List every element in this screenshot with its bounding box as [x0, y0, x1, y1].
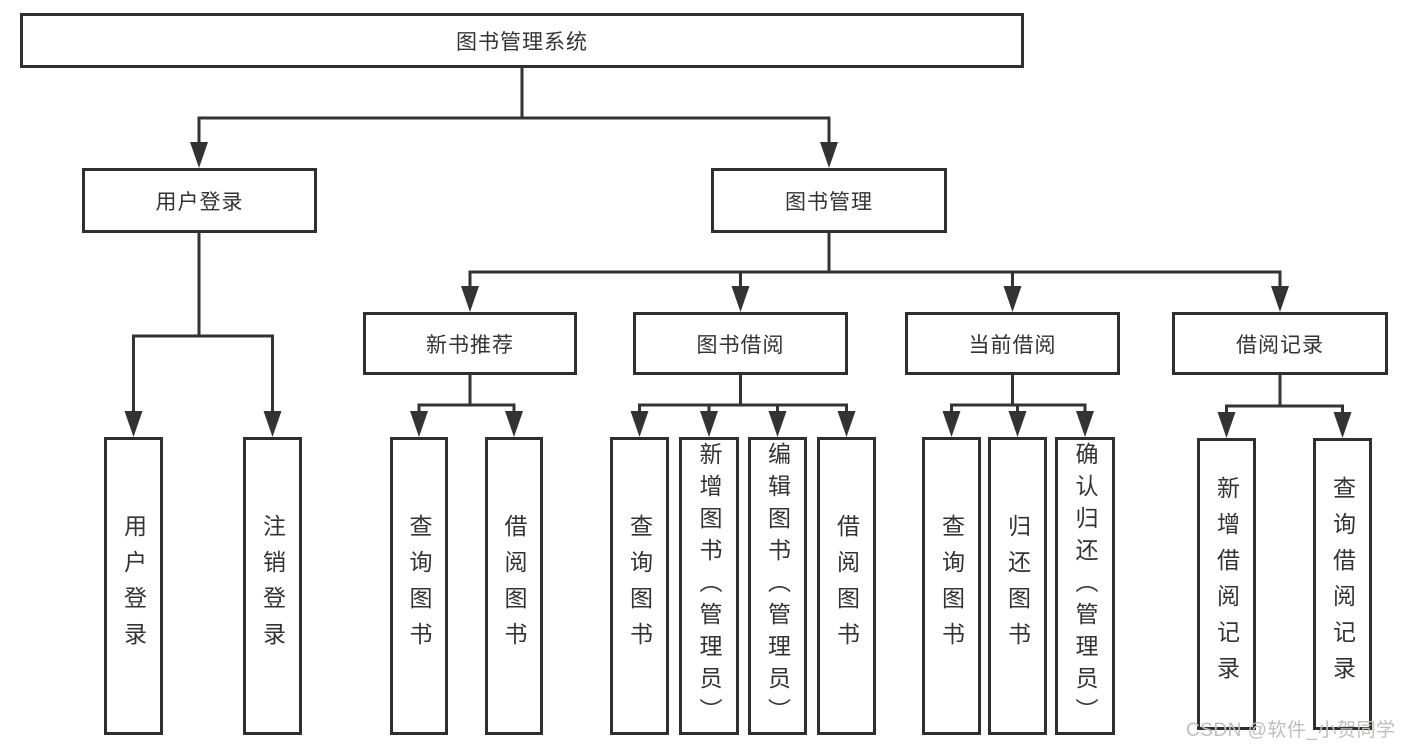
node-book-borrowing: 图书借阅 [633, 312, 848, 375]
leaf-logout: 注销登录 [243, 437, 302, 735]
leaf-edit-books-admin: 编辑图书（管理员） [748, 437, 807, 735]
leaf-add-books-admin: 新增图书（管理员） [679, 437, 739, 735]
leaf-recommend-query-books: 查询图书 [390, 437, 448, 735]
csdn-watermark: CSDN @软件_小贺同学 [1186, 720, 1396, 741]
leaf-borrow-books: 借阅图书 [817, 437, 876, 735]
leaf-return-books: 归还图书 [988, 437, 1047, 735]
node-current-borrowing: 当前借阅 [905, 312, 1120, 375]
leaf-borrow-query-books: 查询图书 [610, 437, 669, 735]
leaf-query-borrow-record: 查询借阅记录 [1313, 438, 1372, 730]
leaf-recommend-borrow-books: 借阅图书 [485, 437, 543, 735]
node-user-login: 用户登录 [82, 168, 317, 233]
leaf-user-login: 用户登录 [104, 437, 163, 735]
leaf-current-query-books: 查询图书 [922, 437, 981, 735]
node-new-book-recommend: 新书推荐 [363, 312, 577, 375]
node-borrowing-records: 借阅记录 [1172, 312, 1388, 375]
leaf-confirm-return-admin: 确认归还（管理员） [1055, 437, 1115, 735]
node-book-management: 图书管理 [711, 168, 947, 233]
node-library-management-system: 图书管理系统 [20, 13, 1024, 68]
leaf-add-borrow-record: 新增借阅记录 [1197, 438, 1256, 730]
